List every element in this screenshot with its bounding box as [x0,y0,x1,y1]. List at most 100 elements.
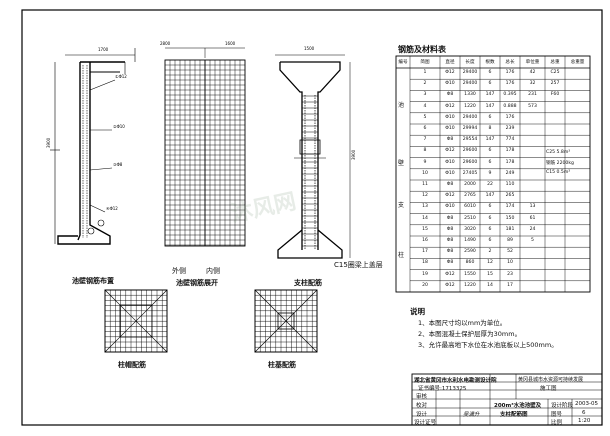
table-side-label: 池 [398,102,405,109]
table-cell: 6 [488,215,492,221]
table-cell: 1330 [464,92,476,98]
svg-text:1600: 1600 [225,41,236,46]
table-header-cell: 根数 [485,60,495,65]
svg-text:2800: 2800 [160,41,171,46]
table-cell: 6 [488,226,492,232]
table-cell: 29400 [462,81,478,87]
table-cell: Φ10 [445,204,455,210]
org-name: 湖北省黄冈市水利水电勘测设计院 [414,378,497,384]
table-cell: 110 [505,182,515,187]
table-cell: 17 [507,282,513,288]
table-cell: 61 [529,215,536,221]
drawing-title-line2: 支柱配筋图 [500,412,528,418]
table-cell: 1 [423,70,427,75]
svg-text:①Φ12: ①Φ12 [115,74,127,79]
table-cell: 6 [488,148,492,154]
table-cell: 1490 [464,238,476,243]
sheet-border [21,9,603,426]
table-summary: 钢筋 2200kg [546,161,574,166]
table-cell: 4 [423,103,427,109]
table-cell: 15 [422,226,428,232]
cert-number: 证书编号:1713325 [418,386,467,392]
table-cell: 32 [529,81,536,87]
beam-detail-caption: C15圈梁上盖层 [334,261,383,269]
table-cell: 6 [488,159,492,165]
column-base-plan [254,289,318,353]
table-cell: 8 [423,148,427,154]
table-summary: C25 5.8m³ [546,150,571,155]
table-header-cell: 简图 [420,60,430,65]
table-cell: 6 [488,81,492,87]
table-cell: 13 [529,204,536,210]
table-cell: 18 [422,260,428,266]
table-cell: 19 [422,271,428,277]
table-cell: Φ8 [446,238,454,243]
table-cell: 147 [485,137,495,143]
table-cell: 12 [487,260,493,266]
table-cell: 176 [505,81,515,87]
table-cell: 6 [488,238,492,243]
table-cell: 9 [423,159,427,165]
rebar-expansion-grid [164,59,246,247]
table-cell: 8 [488,126,492,131]
inner-wall-caption: 内侧 [206,267,220,275]
meta-value: 6 [582,410,586,416]
table-cell: C25 [550,70,560,75]
table-cell: 147 [485,103,495,109]
meta-label: 比例 [551,420,563,426]
role-label: 审核 [416,394,428,400]
table-cell: 16 [422,238,428,243]
table-cell: 249 [505,170,515,176]
rebar-expansion-caption: 池壁钢筋展开 [176,279,218,287]
table-header-cell: 总重量 [570,60,585,65]
table-cell: Φ10 [445,126,455,131]
role-label: 设计 [416,412,428,418]
table-cell: 178 [505,159,515,165]
table-cell: 29600 [462,159,478,165]
table-cell: 860 [465,260,475,266]
table-cell: 14 [422,215,428,221]
note-item: 1、本图尺寸均以mm为单位。 [418,319,507,327]
table-cell: Φ12 [445,271,455,277]
table-cell: 0.888 [503,103,517,109]
table-cell: 20 [422,282,428,288]
table-cell: Φ8 [446,260,454,266]
table-cell: 29400 [462,70,478,75]
table-cell: Φ12 [445,193,455,199]
table-header-cell: 总重 [550,60,560,65]
table-cell: 5 [423,114,427,120]
table-cell: 14 [487,282,493,288]
table-cell: 27405 [462,170,478,176]
table-cell: 29994 [462,126,478,131]
table-cell: 5 [531,238,534,243]
table-cell: 2 [488,249,492,255]
meta-value: 1:20 [578,418,591,424]
table-cell: 6010 [464,204,476,210]
table-cell: 231 [528,92,537,98]
table-cell: 89 [507,238,513,243]
table-cell: 774 [505,137,515,143]
table-cell: 257 [550,81,560,87]
table-cell: 3020 [464,226,476,232]
table-cell: Φ12 [445,70,455,75]
table-header-cell: 编号 [398,60,408,65]
svg-text:④Φ12: ④Φ12 [106,206,118,211]
designer-signature: 吴满升 [463,412,480,418]
table-header-cell: 总长 [505,60,515,65]
project-stage: 施工图 [540,386,557,392]
table-cell: 17 [422,249,428,255]
table-cell: 1220 [464,103,476,109]
table-cell: 6 [488,70,492,75]
table-cell: 265 [505,193,515,199]
table-cell: Φ8 [446,137,454,143]
table-cell: 573 [528,103,537,109]
svg-text:3900: 3900 [351,149,356,160]
table-cell: Φ10 [445,159,455,165]
table-cell: 147 [485,92,495,98]
table-cell: Φ8 [446,249,454,255]
table-cell: 0.395 [503,92,517,98]
column-base-caption: 柱基配筋 [268,361,296,369]
table-cell: 1550 [464,271,476,277]
table-cell: 13 [422,204,428,210]
